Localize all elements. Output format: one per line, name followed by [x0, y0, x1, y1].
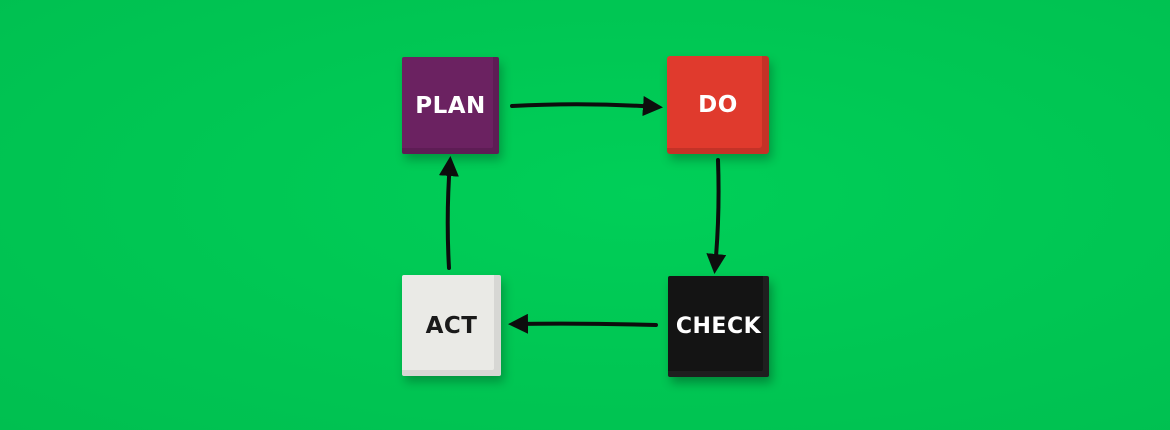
- arrow-check-to-act: [508, 313, 658, 334]
- act-block: ACT: [402, 275, 501, 376]
- do-block: DO: [667, 56, 769, 154]
- plan-label: PLAN: [415, 92, 486, 119]
- check-label: CHECK: [675, 314, 762, 339]
- arrow-act-to-plan: [438, 156, 459, 270]
- check-block: CHECK: [668, 276, 769, 377]
- arrow-plan-to-do: [510, 96, 663, 117]
- do-label: DO: [698, 92, 738, 118]
- arrow-do-to-check: [706, 158, 727, 274]
- act-label: ACT: [425, 312, 478, 339]
- plan-block: PLAN: [402, 57, 499, 154]
